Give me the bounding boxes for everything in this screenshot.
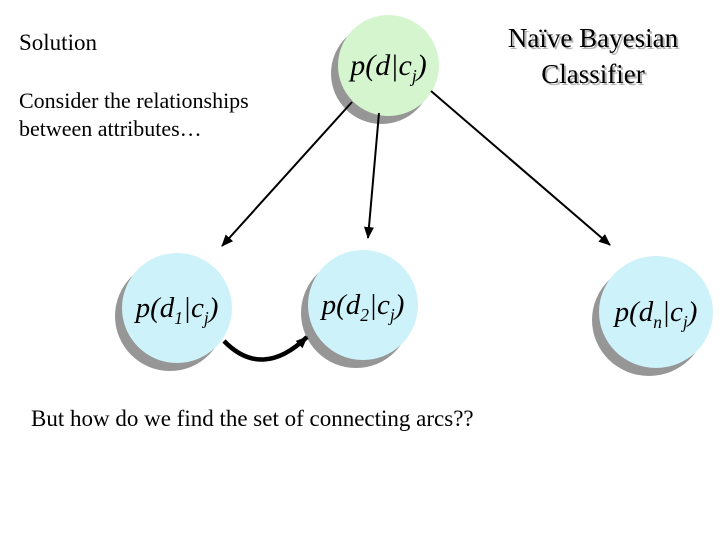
node-label-mid: |c [369, 288, 390, 321]
node-label: p(d|cj) [350, 48, 427, 86]
node-p-d2-cj: p(d2|cj) [308, 250, 418, 360]
node-label-sub1: 2 [360, 304, 369, 325]
node-label-sub1: 1 [174, 307, 183, 328]
footer-question: But how do we find the set of connecting… [31, 406, 474, 431]
node-label-pre: p(d [350, 48, 391, 82]
node-label: p(d2|cj) [321, 288, 405, 325]
node-p-d-cj: p(d|cj) [338, 15, 439, 116]
node-label-post: ) [687, 295, 698, 328]
node-label-sub2: j [203, 307, 209, 328]
edge-top-to-dn-arrow [430, 90, 611, 246]
node-label-pre: p(d [614, 295, 654, 328]
node-p-d1-cj: p(d1|cj) [122, 253, 232, 363]
node-label-mid: |c [390, 48, 412, 82]
node-p-dn-cj: p(dn|cj) [599, 256, 713, 368]
slide-heading: Solution [19, 30, 97, 55]
node-label-sub1: n [653, 311, 662, 332]
node-label: p(d1|cj) [135, 291, 219, 328]
node-label-pre: p(d [135, 291, 175, 324]
edge-d1-to-d2-curved-arrow [222, 335, 309, 362]
node-label-post: ) [394, 288, 405, 321]
node-label: p(dn|cj) [614, 295, 698, 332]
node-label-post: ) [416, 48, 427, 82]
edge-top-to-d2-arrow [363, 112, 380, 239]
node-label-pre: p(d [321, 288, 361, 321]
node-label-sub2: j [411, 65, 417, 86]
body-text: Consider the relationships between attri… [19, 88, 249, 141]
node-label-sub2: j [389, 304, 395, 325]
node-label-sub2: j [682, 311, 688, 332]
node-label-post: ) [208, 291, 219, 324]
node-label-mid: |c [662, 295, 683, 328]
slide-title: Naïve Bayesian Classifier [507, 23, 679, 89]
node-label-mid: |c [183, 291, 204, 324]
